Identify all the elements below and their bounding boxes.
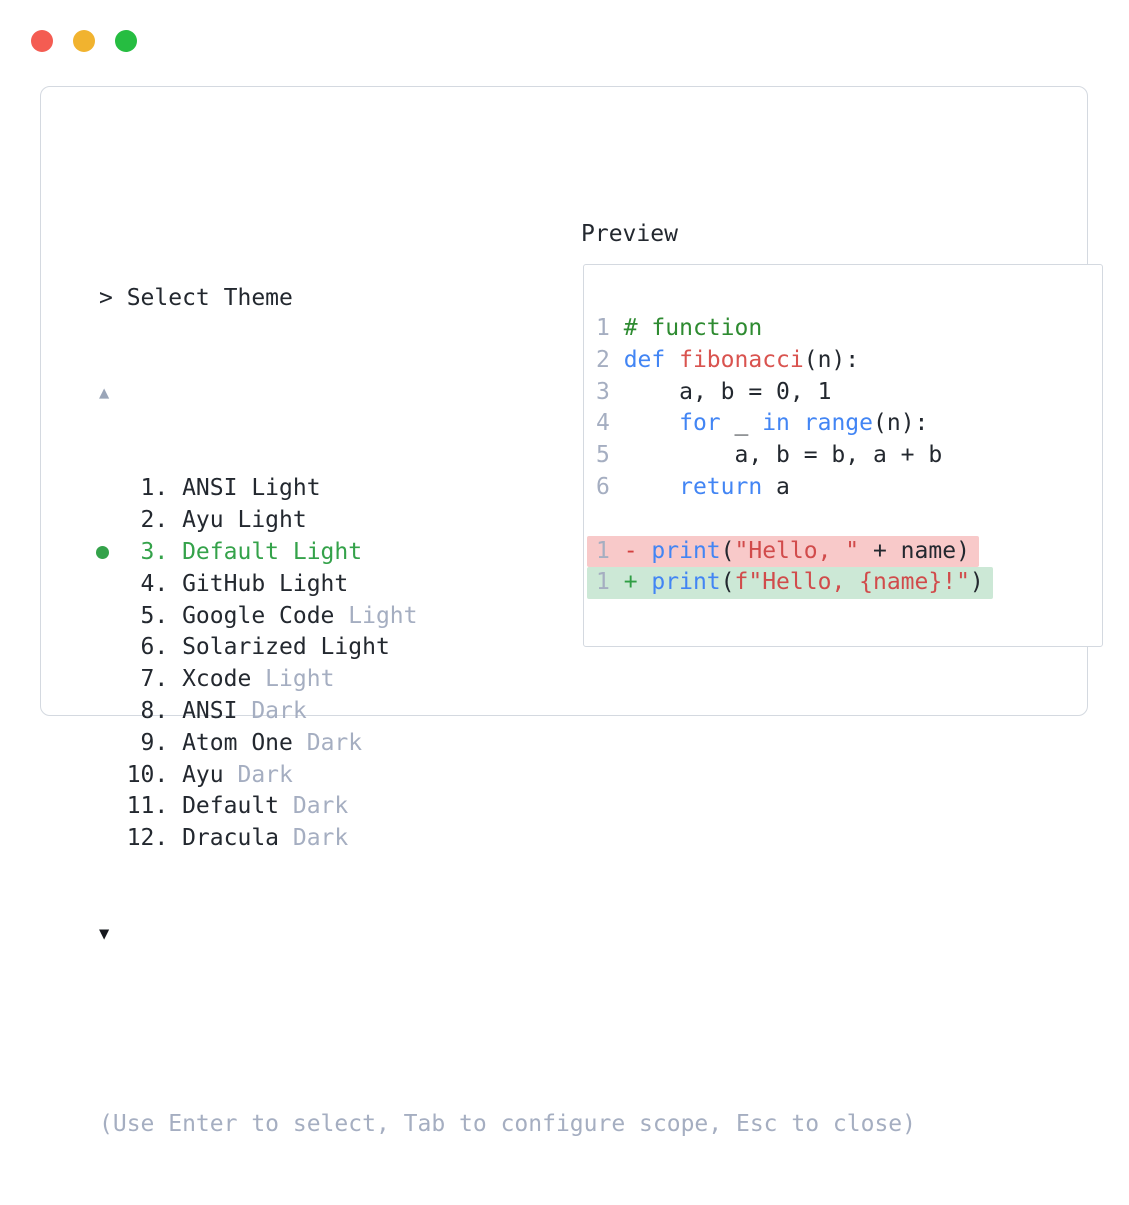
blank-line <box>596 504 1102 536</box>
theme-item-label: 1. ANSI Light <box>99 475 321 502</box>
theme-item-label: 10. Ayu <box>99 761 224 788</box>
code-line: 1 # function <box>596 315 763 341</box>
code-line: 3 a, b = 0, 1 <box>596 378 832 405</box>
traffic-light-close-button[interactable] <box>31 30 53 52</box>
theme-picker-dialog: > Select Theme ▲ 1. ANSI Light 2. Ayu Li… <box>40 86 1103 1137</box>
theme-item-variant-label: Dark <box>279 793 349 820</box>
line-number: 6 <box>596 473 624 500</box>
theme-list-item[interactable]: 7. Xcode Light <box>99 664 916 696</box>
preview-label: Preview <box>581 221 678 247</box>
theme-item-label: 9. Atom One <box>99 729 293 756</box>
theme-item-variant-label: Light <box>251 666 335 693</box>
theme-item-label: 7. Xcode <box>99 666 252 693</box>
theme-item-label: 8. ANSI <box>99 697 238 724</box>
theme-list-item[interactable]: 9. Atom One Dark <box>99 728 916 760</box>
theme-item-label: 2. Ayu Light <box>99 507 307 534</box>
code-line: 4 for _ in range(n): <box>596 410 929 437</box>
code-line: 6 return a <box>596 473 790 500</box>
traffic-lights <box>31 30 137 52</box>
traffic-light-zoom-button[interactable] <box>115 30 137 52</box>
theme-item-label: 5. Google Code <box>99 602 335 629</box>
diff-highlight-removed: 1 - print("Hello, " + name) <box>587 535 979 568</box>
theme-item-label: 6. Solarized Light <box>99 634 390 661</box>
scroll-down-icon[interactable]: ▼ <box>99 923 110 944</box>
scroll-up-icon[interactable]: ▲ <box>99 382 110 403</box>
theme-list-item[interactable]: 12. Dracula Dark <box>99 823 916 855</box>
theme-item-variant-label: Dark <box>237 697 307 724</box>
theme-list-item[interactable]: 1. ANSI Light <box>99 473 916 505</box>
theme-picker-prompt: > Select Theme <box>99 284 293 311</box>
diff-line-added: 1 + print(f"Hello, {name}!") <box>587 567 1102 600</box>
theme-list-item[interactable]: 2. Ayu Light <box>99 505 916 537</box>
theme-item-variant-label: Dark <box>223 761 293 788</box>
theme-list-item[interactable]: 11. Default Dark <box>99 791 916 823</box>
traffic-light-minimize-button[interactable] <box>73 30 95 52</box>
theme-list-item[interactable]: 3. Default Light <box>96 537 916 569</box>
code-line: 5 a, b = b, a + b <box>596 442 943 469</box>
theme-list-item[interactable]: 5. Google Code Light <box>99 601 916 633</box>
code-line: 2 def fibonacci(n): <box>596 346 860 373</box>
theme-item-label: 3. Default Light <box>99 538 363 565</box>
theme-item-label: 11. Default <box>99 793 280 820</box>
diff-line-removed: 1 - print("Hello, " + name) <box>587 535 1102 568</box>
theme-list-item[interactable]: 10. Ayu Dark <box>99 760 916 792</box>
keyboard-hint: (Use Enter to select, Tab to configure s… <box>99 1111 916 1138</box>
line-number: 1 <box>596 537 624 564</box>
theme-item-label: 4. GitHub Light <box>99 570 349 597</box>
line-number: 1 <box>596 569 624 596</box>
theme-list-item[interactable]: 6. Solarized Light <box>99 632 916 664</box>
spacer-line <box>99 1014 916 1046</box>
theme-list-item[interactable]: 8. ANSI Dark <box>99 696 916 728</box>
code-preview: 1 # function 2 def fibonacci(n): 3 a, b = … <box>587 313 1102 600</box>
theme-item-variant-label: Light <box>334 602 418 629</box>
theme-item-variant-label: Dark <box>279 825 349 852</box>
theme-list-item[interactable]: 4. GitHub Light <box>99 569 916 601</box>
preview-pane: 1 # function 2 def fibonacci(n): 3 a, b = … <box>583 264 1103 647</box>
line-number: 2 <box>596 346 624 373</box>
diff-highlight-added: 1 + print(f"Hello, {name}!") <box>587 567 993 600</box>
theme-item-label: 12. Dracula <box>99 825 280 852</box>
line-number: 5 <box>596 442 624 469</box>
line-number: 1 <box>596 315 624 341</box>
line-number: 4 <box>596 410 624 437</box>
selected-indicator-dot <box>96 545 109 559</box>
line-number: 3 <box>596 378 624 405</box>
theme-item-variant-label: Dark <box>292 729 363 756</box>
